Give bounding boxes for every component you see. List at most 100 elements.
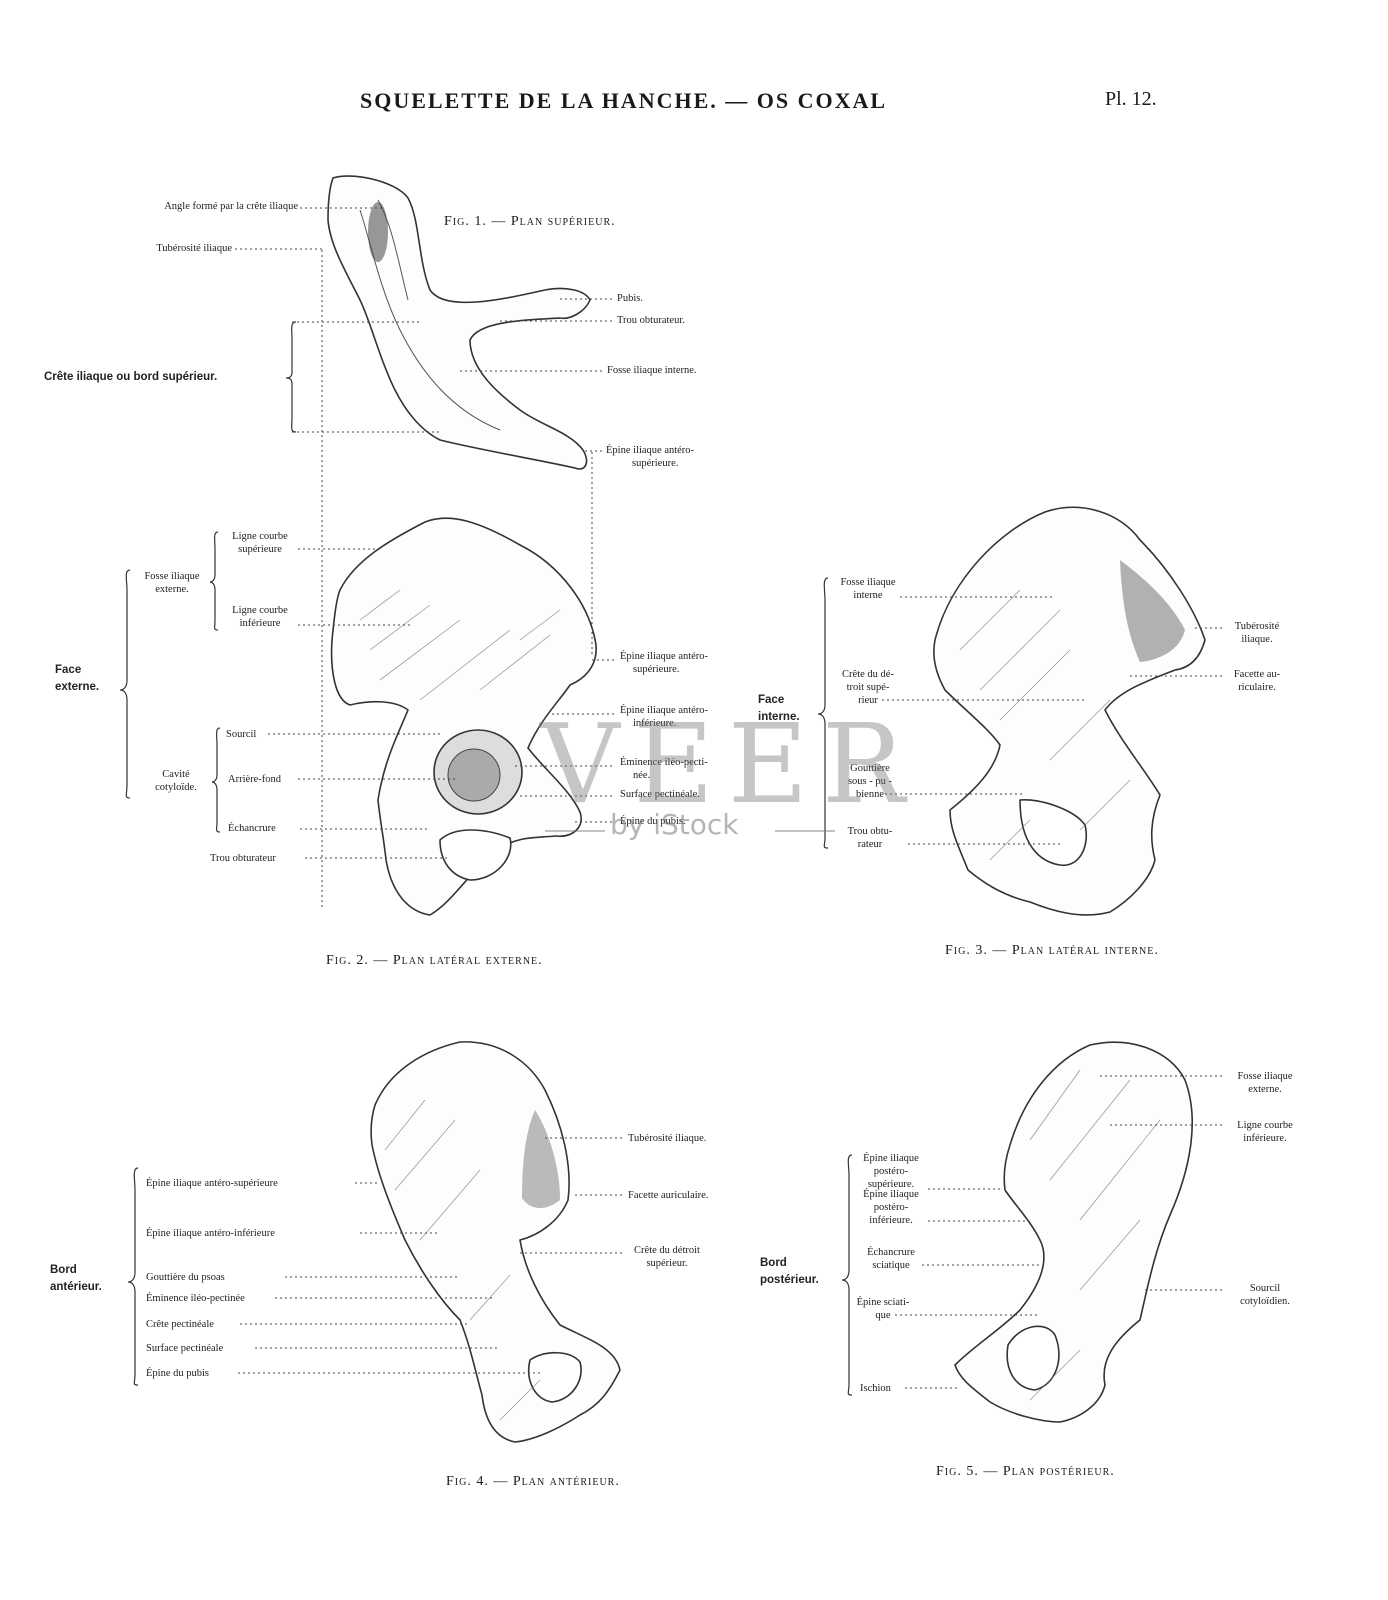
- fig1-label-tuberosite: Tubérosité iliaque: [156, 243, 232, 254]
- fig5-label-sourcil-line2: cotyloïdien.: [1240, 1296, 1290, 1307]
- fig5-label-fosse-line2: externe.: [1248, 1084, 1282, 1095]
- fig3-group-face-line1: Face: [758, 694, 785, 706]
- brace-fig5: [841, 1154, 853, 1396]
- hip-bone-superior-view: [327, 175, 591, 470]
- fig3-label-crete-line1: Crête du dé-: [842, 669, 894, 680]
- fig4-label-crete-detroit-line2: supérieur.: [646, 1258, 688, 1269]
- fig3-label-crete: Crête du dé- troit supé- rieur: [830, 668, 906, 707]
- brace-fig4: [127, 1167, 139, 1386]
- fig4-label-epine-ai: Épine iliaque antéro-inférieure: [146, 1228, 275, 1239]
- fig5-label-epine-pi-line3: inférieure.: [869, 1215, 913, 1226]
- fig2-label-ligne-inf-line2: inférieure: [239, 618, 281, 629]
- fig3-label-facette-line2: riculaire.: [1238, 682, 1276, 693]
- fig2-label-ligne-inf-line1: Ligne courbe: [232, 605, 288, 616]
- fig2-label-epine-as: Épine iliaque antéro-: [620, 651, 709, 662]
- fig3-group-face: Face interne.: [758, 692, 820, 726]
- fig2-sub-cavite-line2: cotyloïde.: [155, 782, 197, 793]
- fig1-label-pubis: Pubis.: [617, 293, 643, 304]
- fig2-caption: Fig. 2. — Plan latéral externe.: [326, 953, 543, 968]
- fig3-label-fosse-line1: Fosse iliaque: [840, 577, 896, 588]
- brace-fig2-main: [119, 569, 131, 799]
- fig4-caption: Fig. 4. — Plan antérieur.: [446, 1474, 620, 1489]
- fig2-label-eminence-2: née.: [633, 770, 651, 781]
- watermark-brand: VEER: [540, 700, 919, 828]
- fig3-label-fosse-line2: interne: [853, 590, 883, 601]
- fig3-label-crete-line2: troit supé-: [846, 682, 890, 693]
- fig2-label-epine-pubis: Épine du pubis.: [620, 816, 686, 827]
- fig2-label-arriere-fond: Arrière-fond: [228, 774, 282, 785]
- fig5-label-echancrure-line1: Échancrure: [867, 1247, 915, 1258]
- fig2-label-ligne-sup-line1: Ligne courbe: [232, 531, 288, 542]
- fig5-label-epine-ps: Épine iliaque postéro- supérieure.: [854, 1152, 928, 1191]
- brace-fig2-fosse: [209, 531, 219, 631]
- fig3-label-crete-line3: rieur: [858, 695, 878, 706]
- fig4-label-gouttiere: Gouttière du psoas: [146, 1272, 225, 1283]
- fig3-label-trou: Trou obtu- rateur: [832, 825, 908, 851]
- fig3-label-gouttiere-line3: bienne: [856, 789, 884, 800]
- fig2-group-face-line2: externe.: [55, 681, 100, 693]
- fig1-label-angle: Angle formé par la crête iliaque: [164, 201, 298, 212]
- fig3-label-trou-line2: rateur: [857, 839, 883, 850]
- fig5-label-epine-sciatique-line1: Épine sciati-: [856, 1297, 910, 1308]
- fig5-label-ischion: Ischion: [860, 1383, 891, 1394]
- fig2-sub-cavite-line1: Cavité: [162, 769, 190, 780]
- hip-bone-lateral-internal-view: [933, 506, 1206, 916]
- fig5-group-bord-line1: Bord: [760, 1257, 787, 1269]
- fig3-label-facette-line1: Facette au-: [1233, 669, 1281, 680]
- fig2-group-face-line1: Face: [55, 664, 82, 676]
- fig4-label-epine-as: Épine iliaque antéro-supérieure: [146, 1178, 278, 1189]
- fig3-label-tuberosite-line2: iliaque.: [1241, 634, 1273, 645]
- fig5-label-fosse: Fosse iliaque externe.: [1228, 1070, 1302, 1096]
- fig2-label-ligne-sup: Ligne courbe supérieure: [220, 530, 300, 556]
- fig5-label-epine-ps-line1: Épine iliaque: [863, 1153, 919, 1164]
- fig2-sub-cavite: Cavité cotyloïde.: [140, 768, 212, 794]
- fig5-label-epine-sciatique-line2: que: [875, 1310, 891, 1321]
- fig3-label-gouttiere: Gouttière sous - pu - bienne: [832, 762, 908, 801]
- plate-title: SQUELETTE DE LA HANCHE. — OS COXAL: [360, 88, 888, 113]
- fig5-label-ligne: Ligne courbe inférieure.: [1228, 1119, 1302, 1145]
- fig4-label-tuberosite: Tubérosité iliaque.: [628, 1133, 707, 1144]
- watermark-line-right: [775, 830, 835, 832]
- fig2-label-trou: Trou obturateur: [210, 853, 276, 864]
- fig2-sub-fosse: Fosse iliaque externe.: [132, 570, 212, 596]
- fig5-group-bord-line2: postérieur.: [760, 1274, 819, 1286]
- fig2-label-ligne-inf: Ligne courbe inférieure: [220, 604, 300, 630]
- fig1-label-epine-2: supérieure.: [632, 458, 679, 469]
- fig3-label-gouttiere-line1: Gouttière: [850, 763, 890, 774]
- fig3-label-tuberosite: Tubérosité iliaque.: [1222, 620, 1292, 646]
- fig3-caption: Fig. 3. — Plan latéral interne.: [945, 943, 1159, 958]
- fig4-label-epine-pubis: Épine du pubis: [146, 1368, 209, 1379]
- fig1-label-fosse: Fosse iliaque interne.: [607, 365, 697, 376]
- fig5-label-ligne-line2: inférieure.: [1243, 1133, 1287, 1144]
- fig5-label-epine-pi-line1: Épine iliaque: [863, 1189, 919, 1200]
- fig3-label-gouttiere-line2: sous - pu -: [847, 776, 893, 787]
- fig5-label-fosse-line1: Fosse iliaque: [1237, 1071, 1293, 1082]
- fig2-label-sourcil: Sourcil: [226, 729, 257, 740]
- fig4-group-bord: Bord antérieur.: [50, 1262, 130, 1296]
- fig5-label-sourcil-line1: Sourcil: [1249, 1283, 1281, 1294]
- fig2-label-eminence: Éminence iléo-pecti-: [620, 757, 708, 768]
- brace-fig1: [285, 321, 297, 433]
- fig4-group-bord-line2: antérieur.: [50, 1281, 102, 1293]
- fig2-label-epine-ai-2: inférieure.: [633, 718, 677, 729]
- fig3-label-facette: Facette au- riculaire.: [1222, 668, 1292, 694]
- fig2-sub-fosse-line2: externe.: [155, 584, 189, 595]
- watermark-line-left: [545, 830, 605, 832]
- fig3-label-fosse: Fosse iliaque interne: [830, 576, 906, 602]
- fig5-label-epine-sciatique: Épine sciati- que: [852, 1296, 914, 1322]
- fig2-label-epine-ai: Épine iliaque antéro-: [620, 705, 709, 716]
- fig2-sub-fosse-line1: Fosse iliaque: [144, 571, 200, 582]
- fig1-label-trou: Trou obturateur.: [617, 315, 685, 326]
- fig2-label-ligne-sup-line2: supérieure: [238, 544, 282, 555]
- fig2-label-echancrure: Échancrure: [228, 823, 276, 834]
- hip-bone-posterior-view: [954, 1041, 1194, 1423]
- fig5-label-epine-ps-line3: supérieure.: [867, 1179, 915, 1190]
- brace-fig2-cavite: [211, 727, 221, 833]
- fig5-label-epine-ps-line2: postéro-: [873, 1166, 909, 1177]
- fig5-label-echancrure-line2: sciatique: [872, 1260, 910, 1271]
- fig5-label-sourcil: Sourcil cotyloïdien.: [1228, 1282, 1302, 1308]
- brace-fig3: [817, 577, 829, 849]
- fig4-label-surface: Surface pectinéale: [146, 1343, 224, 1354]
- fig3-label-trou-line1: Trou obtu-: [847, 826, 893, 837]
